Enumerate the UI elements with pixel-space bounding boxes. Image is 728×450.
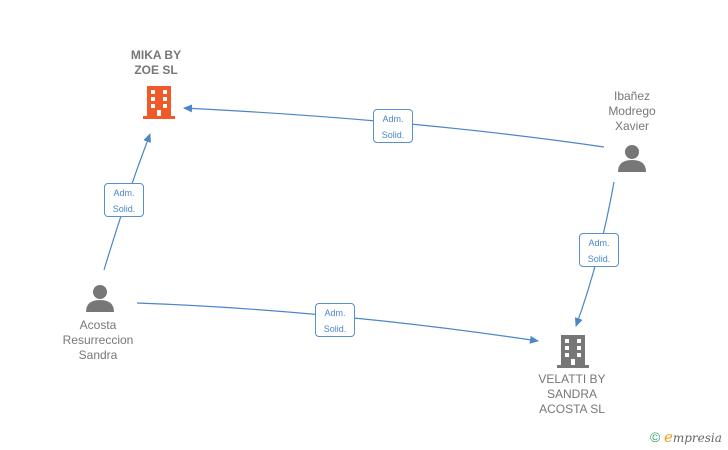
node-label-line: Modrego	[608, 104, 656, 118]
edge-label-acosta-velatti[interactable]: Adm. Solid.	[315, 303, 355, 337]
edge-label-line: Adm.	[113, 188, 135, 198]
edge-label-line: Adm.	[382, 114, 404, 124]
node-label-line: SANDRA	[546, 387, 597, 401]
edge-label-line: Solid.	[587, 254, 611, 264]
edge-label-line: Adm.	[588, 238, 610, 248]
node-label-line: ZOE SL	[134, 63, 178, 77]
node-label-ibanez[interactable]: Ibañez Modrego Xavier	[592, 89, 672, 134]
node-label-line: Ibañez	[613, 89, 651, 103]
edge-label-acosta-mika[interactable]: Adm. Solid.	[104, 183, 144, 217]
node-label-line: Xavier	[614, 119, 649, 133]
person-icon[interactable]	[86, 285, 114, 312]
node-label-line: ACOSTA SL	[539, 402, 605, 416]
node-label-mika[interactable]: MIKA BY ZOE SL	[116, 48, 196, 78]
node-label-line: Sandra	[78, 348, 118, 362]
node-label-line: MIKA BY	[130, 48, 182, 62]
edge-label-line: Adm.	[324, 308, 346, 318]
person-icon[interactable]	[618, 145, 646, 172]
node-label-acosta[interactable]: Acosta Resurreccion Sandra	[52, 318, 144, 363]
edge-label-line: Solid.	[112, 204, 136, 214]
building-icon[interactable]	[557, 335, 589, 368]
building-icon[interactable]	[143, 86, 175, 119]
node-label-velatti[interactable]: VELATTI BY SANDRA ACOSTA SL	[526, 372, 618, 417]
node-label-line: VELATTI BY	[538, 372, 606, 386]
edge-label-ibanez-velatti[interactable]: Adm. Solid.	[579, 233, 619, 267]
node-label-line: Resurreccion	[62, 333, 134, 347]
copyright-icon: ©	[650, 429, 661, 445]
edge-label-ibanez-mika[interactable]: Adm. Solid.	[373, 109, 413, 143]
edge-label-line: Solid.	[381, 130, 405, 140]
brand-logo: empresia	[663, 428, 722, 446]
watermark: © empresia	[650, 428, 722, 446]
edge-label-line: Solid.	[323, 324, 347, 334]
node-label-line: Acosta	[79, 318, 117, 332]
